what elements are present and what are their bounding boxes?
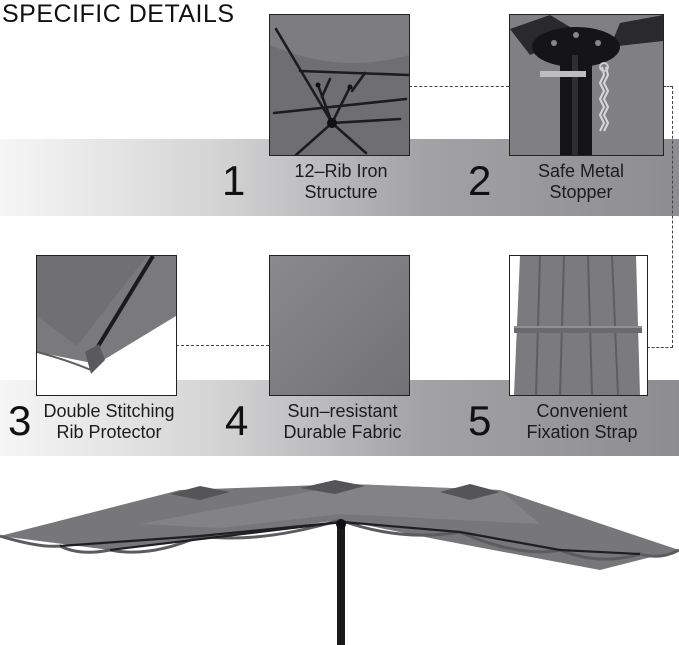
page-title: SPECIFIC DETAILS [2, 0, 235, 28]
feature-caption-line: Stopper [549, 182, 613, 202]
double-sided-umbrella-image [0, 480, 679, 645]
connector-line [672, 86, 673, 348]
feature-caption-line: Structure [304, 182, 378, 202]
fabric-swatch-image [270, 256, 409, 395]
fixation-strap-photo [509, 255, 648, 396]
feature-caption-4: Sun–resistant Durable Fabric [270, 401, 415, 443]
rib-structure-photo [269, 14, 410, 156]
feature-caption-3: Double Stitching Rib Protector [34, 401, 184, 443]
pole-stopper-chain-image [510, 15, 663, 155]
connector-line [663, 86, 673, 87]
connector-line [176, 345, 269, 346]
feature-caption-2: Safe Metal Stopper [516, 161, 646, 203]
feature-caption-line: 12–Rib Iron [294, 161, 388, 181]
fabric-photo [269, 255, 410, 396]
feature-caption-line: Safe Metal [537, 161, 625, 181]
closed-umbrella-strap-image [510, 256, 647, 395]
feature-number-4: 4 [225, 397, 249, 444]
connector-line [409, 86, 509, 87]
feature-caption-line: Double Stitching [43, 401, 175, 421]
feature-caption-1: 12–Rib Iron Structure [276, 161, 406, 203]
umbrella-rib-frame-image [270, 15, 409, 155]
feature-caption-5: Convenient Fixation Strap [512, 401, 652, 443]
feature-number-3: 3 [8, 397, 32, 444]
canopy-stitching-corner-image [37, 256, 176, 395]
metal-stopper-photo [509, 14, 664, 156]
feature-number-2: 2 [468, 157, 492, 204]
feature-caption-line: Durable Fabric [283, 422, 402, 442]
feature-caption-line: Sun–resistant [287, 401, 398, 421]
feature-number-5: 5 [468, 397, 492, 444]
feature-caption-line: Convenient [536, 401, 628, 421]
connector-line [647, 347, 673, 348]
feature-caption-line: Fixation Strap [526, 422, 638, 442]
feature-caption-line: Rib Protector [56, 422, 162, 442]
feature-number-1: 1 [222, 157, 246, 204]
stitching-photo [36, 255, 177, 396]
